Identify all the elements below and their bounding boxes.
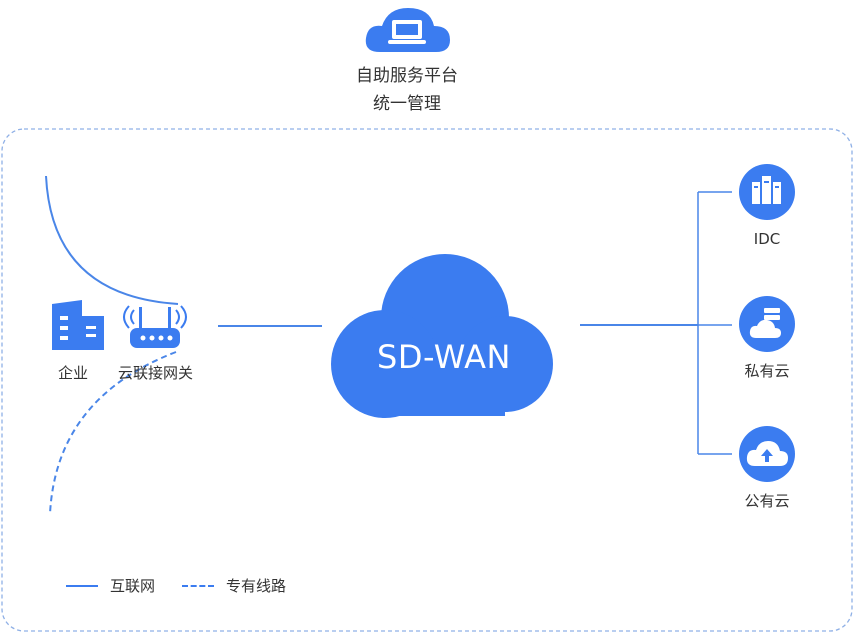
laptop-cloud-icon	[365, 8, 450, 52]
private-cloud-label: 私有云	[744, 362, 790, 380]
legend-internet-label: 互联网	[110, 577, 156, 595]
legend-dashed-line	[182, 584, 214, 587]
server-rack-icon	[739, 164, 795, 220]
sdwan-label: SD-WAN	[377, 338, 511, 376]
gateway-label: 云联接网关	[118, 364, 194, 382]
legend-private-line: 专有线路	[182, 575, 286, 596]
platform-line1: 自助服务平台	[356, 66, 458, 86]
upload-cloud-icon	[739, 426, 795, 482]
network-boundary	[1, 128, 853, 632]
private-line-curve	[49, 351, 177, 515]
internet-link-curve	[45, 175, 179, 305]
cloud-icon	[331, 254, 553, 418]
legend-solid-line	[66, 584, 98, 587]
building-icon	[52, 300, 104, 350]
platform-line2: 统一管理	[373, 94, 441, 114]
idc-label: IDC	[753, 230, 781, 248]
right-branch-tree	[697, 191, 732, 455]
legend-internet: 互联网	[66, 575, 155, 596]
public-cloud-label: 公有云	[744, 492, 790, 510]
enterprise-label: 企业	[58, 364, 89, 382]
private-cloud-icon	[739, 296, 795, 352]
legend-private-line-label: 专有线路	[226, 577, 287, 595]
router-icon	[123, 305, 187, 348]
platform-title: 自助服务平台 统一管理	[327, 62, 487, 118]
